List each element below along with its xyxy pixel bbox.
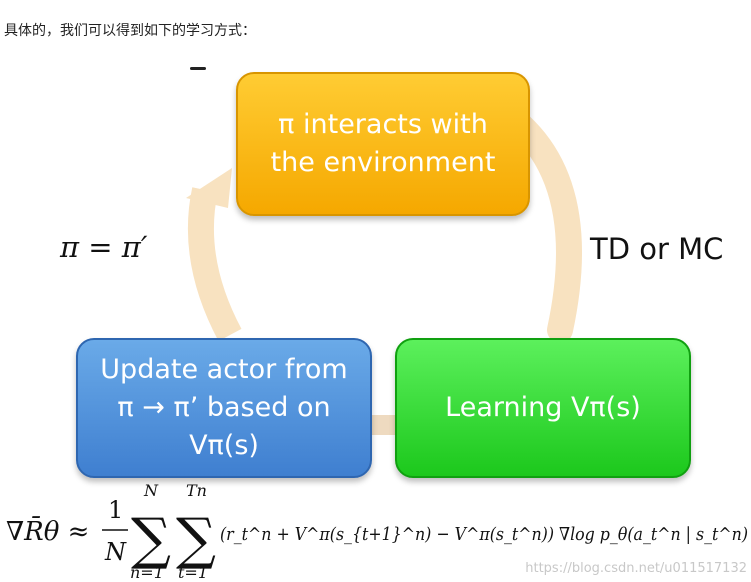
formula-sum1-top: N bbox=[143, 481, 159, 500]
formula-frac-num: 1 bbox=[108, 496, 123, 524]
formula-body: (r_t^n + V^π(s_{t+1}^n) − V^π(s_t^n)) ∇l… bbox=[220, 524, 748, 545]
intro-text: 具体的，我们可以得到如下的学习方式： bbox=[4, 23, 256, 39]
update-line3: Vπ(s) bbox=[189, 430, 259, 461]
formula-sum2-sign: ∑ bbox=[176, 507, 216, 572]
stray-dash bbox=[190, 67, 206, 70]
formula-sum1-sign: ∑ bbox=[131, 507, 171, 572]
pi-update-label: π = π′ bbox=[60, 230, 148, 264]
learning-box: Learning Vπ(s) bbox=[395, 338, 691, 478]
gradient-formula: ∇R̄θ ≈ 1 N N ∑ n=1 Tn ∑ t=1 (r_t^n + V^π… bbox=[6, 481, 748, 582]
arrow-head-left bbox=[186, 168, 232, 208]
update-line2: π → π’ based on bbox=[117, 392, 331, 423]
formula-sum2-bottom: t=1 bbox=[178, 563, 208, 582]
update-actor-box: Update actor from π → π’ based on Vπ(s) bbox=[76, 338, 372, 478]
td-mc-label: TD or MC bbox=[590, 232, 724, 266]
interact-line1: π interacts with bbox=[278, 109, 488, 140]
formula-lhs: ∇R̄θ ≈ bbox=[6, 515, 89, 547]
interact-line2: the environment bbox=[270, 147, 496, 178]
formula-sum1-bottom: n=1 bbox=[130, 563, 164, 582]
formula-sum2-top: Tn bbox=[186, 481, 207, 500]
arrow-yellow-to-green bbox=[507, 112, 582, 343]
update-line1: Update actor from bbox=[100, 354, 348, 385]
arrow-blue-to-yellow bbox=[187, 187, 242, 342]
arrow-green-to-blue bbox=[368, 415, 396, 435]
learning-line1: Learning Vπ(s) bbox=[445, 392, 641, 423]
interact-box: π interacts with the environment bbox=[236, 72, 530, 216]
formula-frac-den: N bbox=[104, 538, 127, 566]
watermark: https://blog.csdn.net/u011517132 bbox=[525, 561, 747, 576]
